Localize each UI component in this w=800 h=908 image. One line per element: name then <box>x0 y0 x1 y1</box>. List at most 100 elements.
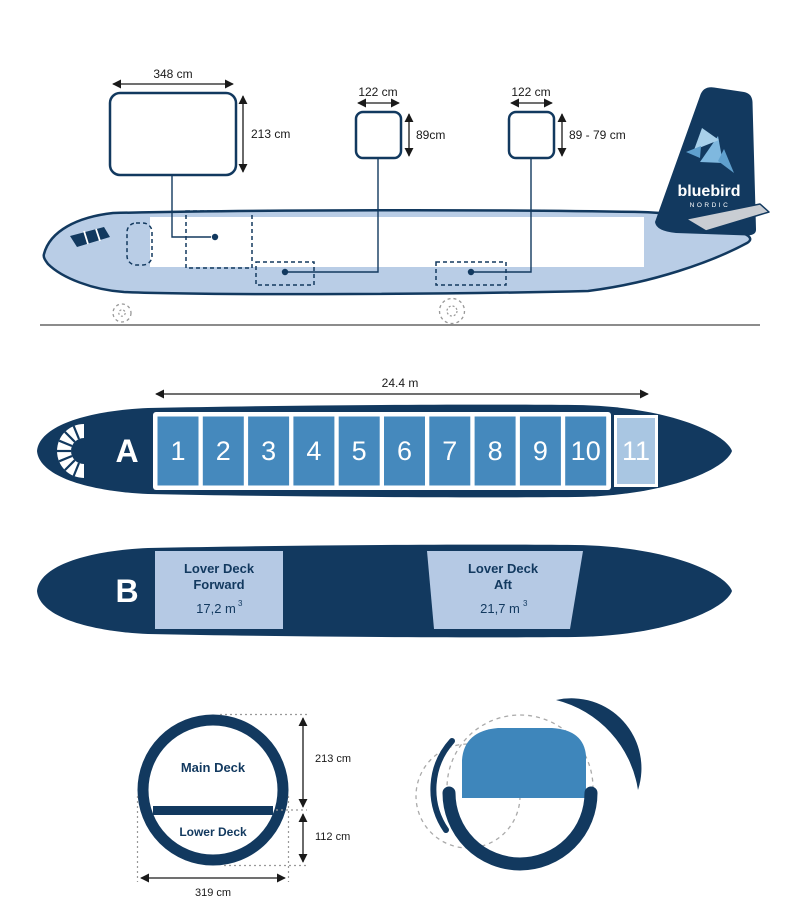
aft-lower-door-height-label: 89 - 79 cm <box>569 128 626 142</box>
lower-deck-top-view: B Lover Deck Forward 17,2 m 3 Lover Deck… <box>37 544 732 638</box>
deck-floor-bar <box>153 806 273 815</box>
pallet-position-10: 10 <box>565 416 607 486</box>
main-deck-top-view: 24.4 m A 1 2 3 <box>37 376 732 498</box>
brand-name: bluebird <box>677 183 740 200</box>
forward-lower-door-leader-line <box>288 158 379 273</box>
pallet-number: 2 <box>216 436 231 466</box>
width-label: 319 cm <box>195 887 231 899</box>
cross-section-art <box>415 698 642 871</box>
pallet-number: 10 <box>571 436 601 466</box>
aft-hold-shape <box>427 551 583 629</box>
pallet-contour-shape <box>462 728 586 798</box>
aft-lower-door-leader-dot <box>467 268 475 276</box>
forward-lower-door-width-label: 122 cm <box>358 85 397 99</box>
pallet-cell <box>429 416 471 486</box>
main-gear-hub <box>446 305 458 317</box>
forward-lower-door-height-label: 89cm <box>416 128 445 142</box>
pallet-number: 8 <box>488 436 503 466</box>
forward-lower-door-leader-dot <box>281 268 289 276</box>
nose-gear-hub <box>118 309 126 317</box>
pallet-number: 5 <box>352 436 367 466</box>
lower-fuselage-bowl <box>442 786 598 871</box>
pallet-cell <box>248 416 290 486</box>
aft-lower-door-callout: 122 cm 89 - 79 cm <box>467 85 626 276</box>
main-door-callout: 348 cm 213 cm <box>108 67 290 241</box>
lower-deck-height-label: 112 cm <box>315 831 350 843</box>
aft-lower-door-strip <box>435 261 507 286</box>
lower-deck-aft-box: Lover Deck Aft 21,7 m 3 <box>427 551 583 629</box>
pallet-cell <box>519 416 561 486</box>
forward-hold-volume: 17,2 m <box>196 601 236 616</box>
pallet-position-1: 1 <box>157 416 199 486</box>
cockpit-arc-dividers <box>57 425 81 477</box>
upper-crescent <box>556 698 642 790</box>
pallet-cell <box>474 416 516 486</box>
forward-hold-shape <box>155 551 283 629</box>
pallet-number: 3 <box>261 436 276 466</box>
pallet-cell <box>157 416 199 486</box>
main-deck-height-label: 213 cm <box>315 753 351 765</box>
aft-hold-volume: 21,7 m <box>480 601 520 616</box>
aft-hold-title-line2: Aft <box>494 577 513 592</box>
cockpit-arc <box>57 424 84 478</box>
forward-lower-door-strip <box>255 261 315 286</box>
pallet-position-9: 9 <box>519 416 561 486</box>
aft-hold-volume-sup: 3 <box>523 599 528 608</box>
nose-gear-wheel <box>112 303 132 323</box>
bird-body <box>700 136 723 163</box>
main-door-box <box>108 91 238 177</box>
forward-lower-door-box <box>354 110 403 160</box>
pallet-number: 6 <box>397 436 412 466</box>
deck-b-label: B <box>115 573 138 609</box>
pallet-cell <box>565 416 607 486</box>
lower-deck-forward-box: Lover Deck Forward 17,2 m 3 <box>155 551 283 629</box>
cockpit-window-divider <box>83 230 89 245</box>
pallet-position-5: 5 <box>338 416 380 486</box>
bird-tail <box>718 149 734 173</box>
pallet-number: 9 <box>533 436 548 466</box>
forward-lower-door-callout: 122 cm 89cm <box>281 85 445 276</box>
cross-section-diagram: Main Deck Lower Deck 213 cm 112 cm 319 c… <box>136 713 351 899</box>
main-deck-section-label: Main Deck <box>181 760 246 775</box>
brand-subtitle: NORDIC <box>690 202 731 209</box>
main-door-leader-line <box>171 175 211 238</box>
main-gear-wheel <box>438 297 466 325</box>
aft-lower-door-leader-line <box>474 158 532 273</box>
cockpit-windows <box>70 227 110 247</box>
pallet-cell <box>338 416 380 486</box>
pallet-cell <box>614 415 658 487</box>
aft-hold-title-line1: Lover Deck <box>468 561 539 576</box>
aft-lower-door-box <box>507 110 556 160</box>
bird-wing <box>694 128 719 150</box>
pallet-position-8: 8 <box>474 416 516 486</box>
main-door-leader-dot <box>211 233 219 241</box>
aft-lower-door-width-label: 122 cm <box>511 85 550 99</box>
main-deck-length-label: 24.4 m <box>382 376 419 390</box>
crew-door-outline <box>126 222 153 266</box>
pallet-number: 4 <box>306 436 321 466</box>
pallet-position-7: 7 <box>429 416 471 486</box>
main-cargo-door-outline <box>185 210 253 269</box>
pallet-position-6: 6 <box>384 416 425 486</box>
main-deck-cargo-area <box>150 217 644 267</box>
bird-beak <box>686 146 701 158</box>
main-door-width-label: 348 cm <box>153 67 192 81</box>
forward-hold-title-line1: Lover Deck <box>184 561 255 576</box>
lower-deck-section-label: Lower Deck <box>179 825 247 839</box>
pallet-position-2: 2 <box>202 416 244 486</box>
bluebird-logo-icon <box>686 128 734 173</box>
pallet-position-11: 11 <box>614 415 658 487</box>
fuselage-cross-section-ring <box>137 714 289 866</box>
forward-hold-volume-sup: 3 <box>238 599 243 608</box>
pallet-number: 11 <box>622 436 650 466</box>
deck-a-label: A <box>115 433 138 469</box>
pallet-cell <box>202 416 244 486</box>
pallet-cell <box>384 416 425 486</box>
main-door-height-label: 213 cm <box>251 127 290 141</box>
forward-hold-title-line2: Forward <box>193 577 244 592</box>
left-arc <box>430 738 455 833</box>
pallet-position-4: 4 <box>293 416 335 486</box>
cockpit-window-divider <box>95 228 101 242</box>
